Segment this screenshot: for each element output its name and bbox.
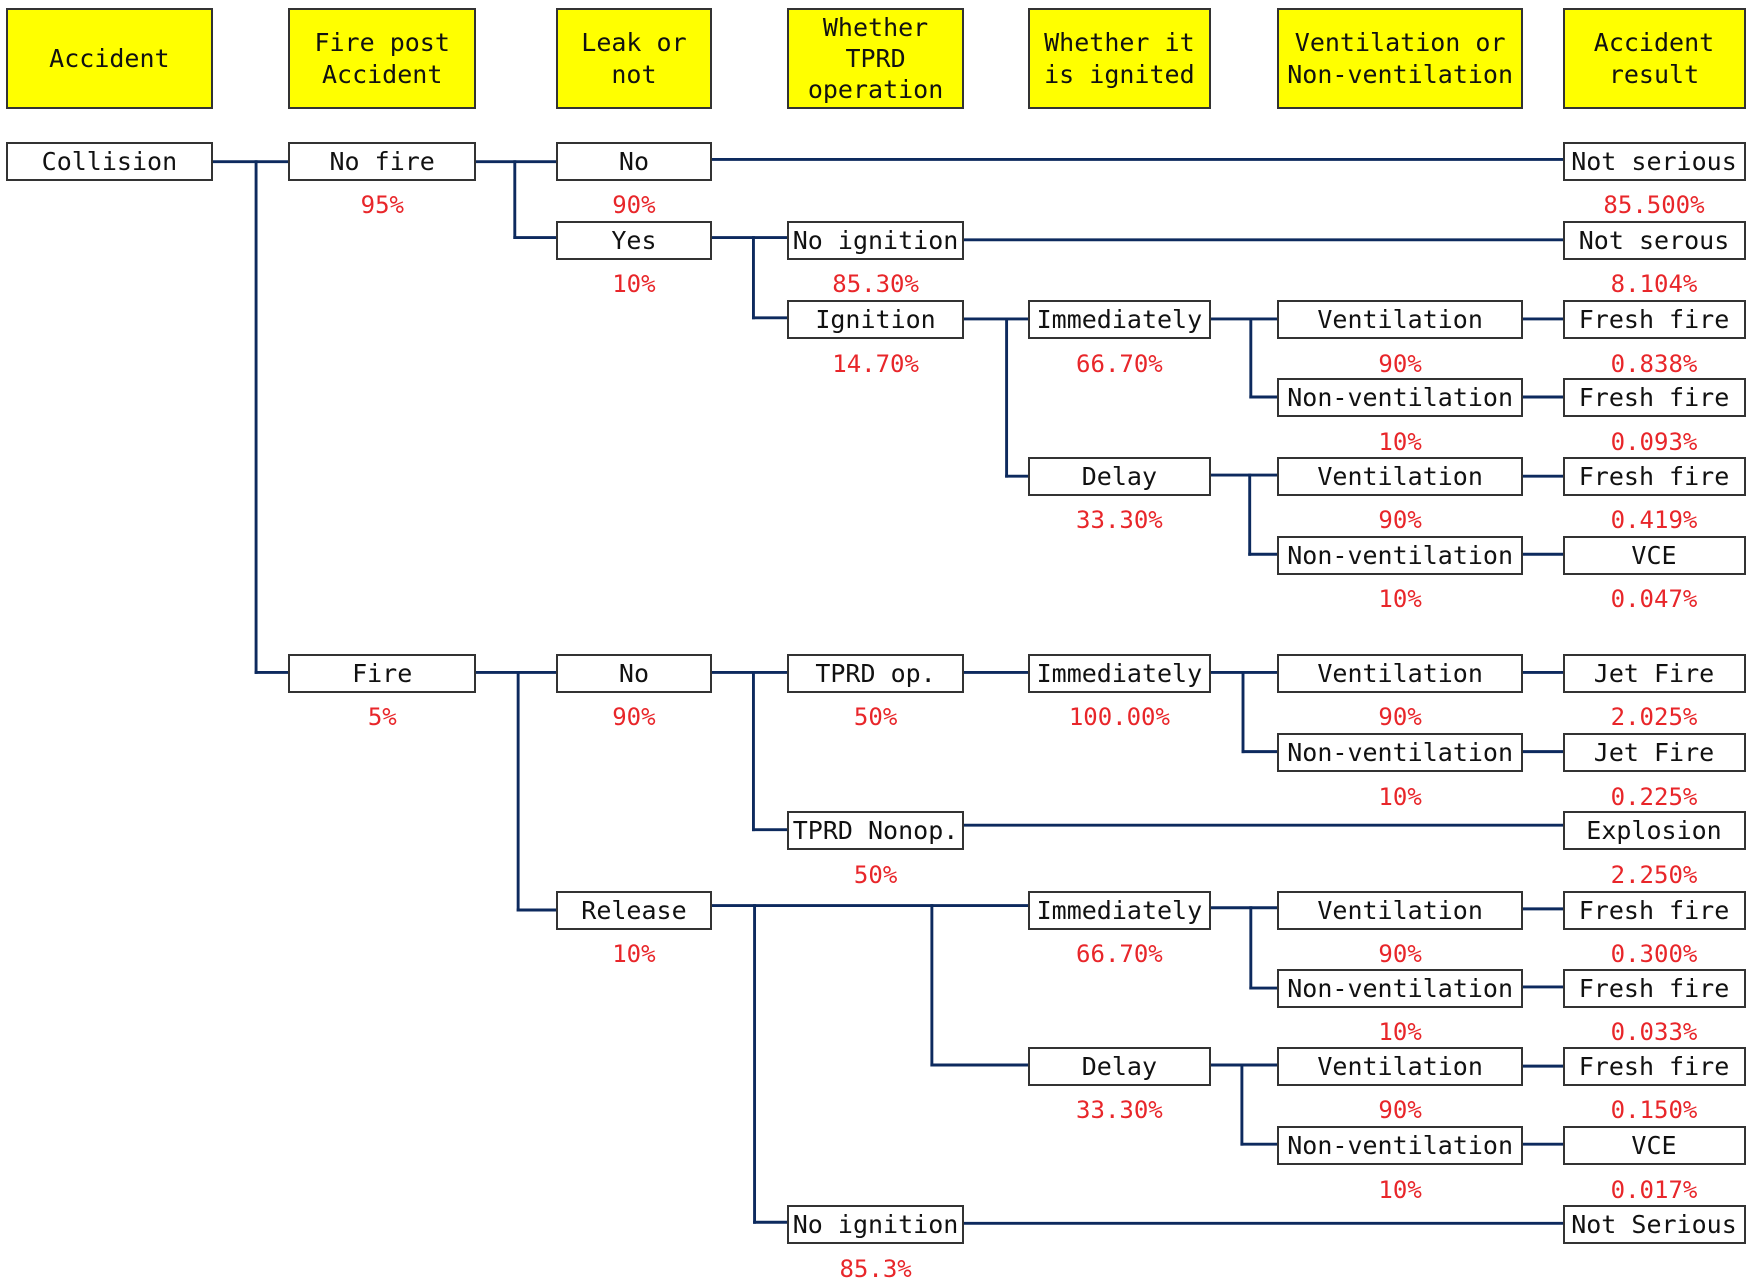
result-5: Fresh fire	[1562, 456, 1746, 496]
column-header: Whether TPRD operation	[786, 7, 965, 110]
column-header: Accident result	[1562, 7, 1746, 110]
result-1-probability: 85.500%	[1603, 191, 1705, 220]
node-leak-yes: Yes	[555, 221, 713, 261]
node-nonvent-5: Non-ventilation	[1276, 1126, 1524, 1166]
node-no-fire-probability: 95%	[360, 191, 404, 220]
result-2-probability: 8.104%	[1610, 270, 1698, 299]
node-collision: Collision	[5, 141, 214, 181]
column-header: Accident	[5, 7, 214, 110]
column-header: Fire post Accident	[287, 7, 477, 110]
result-5-probability: 0.419%	[1610, 505, 1698, 534]
node-vent-1-probability: 90%	[1378, 349, 1422, 378]
node-nonvent-2-probability: 10%	[1378, 585, 1422, 614]
node-vent-3: Ventilation	[1276, 654, 1524, 694]
result-1: Not serious	[1562, 141, 1746, 181]
column-header: Whether it is ignited	[1027, 7, 1211, 110]
result-3-probability: 0.838%	[1610, 349, 1698, 378]
result-12: Fresh fire	[1562, 1046, 1746, 1086]
node-nonvent-4: Non-ventilation	[1276, 968, 1524, 1008]
result-6-probability: 0.047%	[1610, 585, 1698, 614]
node-nonvent-3-probability: 10%	[1378, 782, 1422, 811]
node-no-fire: No fire	[287, 141, 477, 181]
node-tprd-op: TPRD op.	[786, 654, 965, 694]
node-leak-no-1-probability: 90%	[612, 191, 656, 220]
result-7-probability: 2.025%	[1610, 703, 1698, 732]
node-tprd-op-probability: 50%	[853, 703, 898, 732]
result-12-probability: 0.150%	[1610, 1096, 1698, 1125]
node-vent-4-probability: 90%	[1378, 940, 1422, 968]
node-ignition: Ignition	[786, 300, 965, 340]
node-nonvent-2: Non-ventilation	[1276, 535, 1524, 575]
node-leak-no-2-probability: 90%	[612, 703, 656, 732]
node-no-ignition-2-probability: 85.3%	[839, 1254, 912, 1283]
result-4-probability: 0.093%	[1610, 427, 1698, 456]
node-vent-4: Ventilation	[1276, 890, 1524, 930]
node-nonvent-5-probability: 10%	[1378, 1175, 1422, 1204]
node-nonvent-1: Non-ventilation	[1276, 378, 1524, 418]
node-delay-2-probability: 33.30%	[1076, 1096, 1163, 1125]
result-10: Fresh fire	[1562, 890, 1746, 930]
node-immediately-2-probability: 100.00%	[1068, 703, 1170, 732]
result-9: Explosion	[1562, 811, 1746, 851]
node-ignition-probability: 14.70%	[832, 349, 919, 378]
node-vent-2-probability: 90%	[1378, 505, 1422, 534]
node-leak-yes-probability: 10%	[612, 270, 656, 299]
result-8: Jet Fire	[1562, 733, 1746, 773]
result-3: Fresh fire	[1562, 300, 1746, 340]
node-release-probability: 10%	[612, 940, 656, 968]
node-immediately-1: Immediately	[1027, 300, 1211, 340]
result-11: Fresh fire	[1562, 968, 1746, 1008]
result-14: Not Serious	[1562, 1205, 1746, 1245]
node-no-ignition-1: No ignition	[786, 221, 965, 261]
node-nonvent-3: Non-ventilation	[1276, 733, 1524, 773]
node-leak-no-1: No	[555, 141, 713, 181]
node-vent-5: Ventilation	[1276, 1046, 1524, 1086]
node-immediately-1-probability: 66.70%	[1076, 349, 1163, 378]
node-leak-no-2: No	[555, 654, 713, 694]
node-no-ignition-2: No ignition	[786, 1205, 965, 1245]
result-13-probability: 0.017%	[1610, 1175, 1698, 1204]
node-fire-probability: 5%	[367, 703, 397, 732]
result-9-probability: 2.250%	[1610, 860, 1698, 889]
node-nonvent-4-probability: 10%	[1378, 1018, 1422, 1047]
node-nonvent-1-probability: 10%	[1378, 427, 1422, 456]
node-vent-1: Ventilation	[1276, 300, 1524, 340]
result-6: VCE	[1562, 535, 1746, 575]
node-no-ignition-1-probability: 85.30%	[832, 270, 919, 299]
node-immediately-3-probability: 66.70%	[1076, 940, 1163, 968]
node-tprd-nonop: TPRD Nonop.	[786, 811, 965, 851]
result-4: Fresh fire	[1562, 378, 1746, 418]
node-tprd-nonop-probability: 50%	[853, 860, 898, 889]
result-13: VCE	[1562, 1126, 1746, 1166]
column-header: Ventilation or Non-ventilation	[1276, 7, 1524, 110]
node-delay-1-probability: 33.30%	[1076, 505, 1163, 534]
node-fire: Fire	[287, 654, 477, 694]
node-delay-2: Delay	[1027, 1046, 1211, 1086]
result-2: Not serous	[1562, 221, 1746, 261]
node-immediately-3: Immediately	[1027, 890, 1211, 930]
node-delay-1: Delay	[1027, 456, 1211, 496]
result-10-probability: 0.300%	[1610, 940, 1698, 968]
result-11-probability: 0.033%	[1610, 1018, 1698, 1047]
result-8-probability: 0.225%	[1610, 782, 1698, 811]
node-vent-5-probability: 90%	[1378, 1096, 1422, 1125]
result-7: Jet Fire	[1562, 654, 1746, 694]
node-immediately-2: Immediately	[1027, 654, 1211, 694]
node-vent-3-probability: 90%	[1378, 703, 1422, 732]
node-vent-2: Ventilation	[1276, 456, 1524, 496]
node-release: Release	[555, 890, 713, 930]
column-header: Leak or not	[555, 7, 713, 110]
